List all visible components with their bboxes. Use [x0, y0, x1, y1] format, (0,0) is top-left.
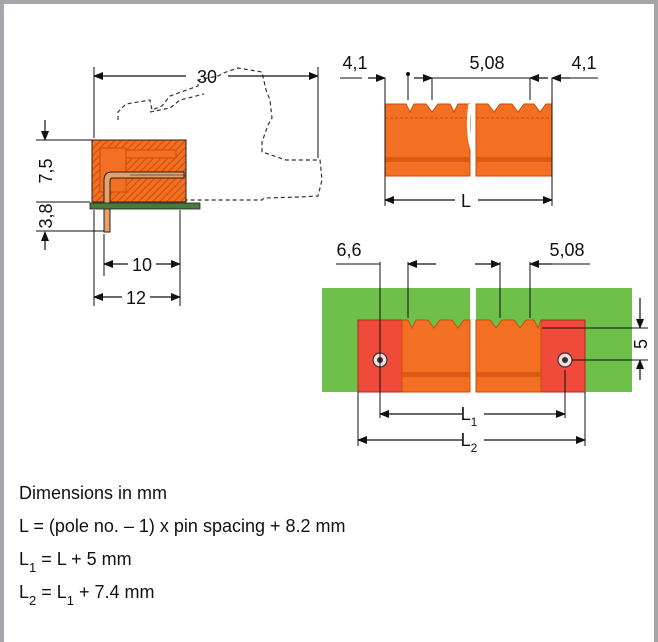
- front-block-left: [384, 103, 471, 177]
- plug-outline-dashed: [117, 67, 323, 201]
- dim-5-label: 5: [631, 339, 651, 349]
- dim-L2-label: L2: [461, 430, 478, 455]
- pcb: [89, 202, 201, 210]
- dimension-notes: Dimensions in mm L = (pole no. – 1) x pi…: [19, 482, 639, 614]
- dim-7-5-label: 7,5: [36, 158, 56, 183]
- dim-5-08-panel-label: 5,08: [549, 240, 584, 260]
- note-formula-L2: L2 = L1 + 7.4 mm: [19, 582, 155, 608]
- dim-3-8-label: 3,8: [36, 203, 56, 228]
- dim-6-6-label: 6,6: [336, 240, 361, 260]
- note-formula-L: L = (pole no. – 1) x pin spacing + 8.2 m…: [19, 516, 346, 536]
- note-formula-L1: L1 = L + 5 mm: [19, 549, 132, 575]
- dim-L1-label: L1: [461, 404, 478, 429]
- screw-right: [557, 352, 573, 368]
- panel-block-left: [401, 319, 471, 393]
- front-block-right: [475, 103, 553, 177]
- panel-view: 6,6 5,08 5 L1 L2: [322, 240, 651, 455]
- pin: [103, 171, 185, 233]
- front-view: 4,1 5,08 4,1 L: [340, 53, 598, 211]
- dim-5-08-label: 5,08: [469, 53, 504, 73]
- dimension-drawing: 30 7,5 3,8 10 12: [36, 53, 651, 455]
- dim-10-label: 10: [132, 255, 152, 275]
- side-view: 30 7,5 3,8 10 12: [36, 67, 323, 308]
- dim-4-1-right-label: 4,1: [571, 53, 596, 73]
- note-units: Dimensions in mm: [19, 483, 168, 503]
- dim-4-1-left-label: 4,1: [342, 53, 367, 73]
- panel-block-right: [475, 319, 542, 393]
- dim-L-label: L: [461, 191, 471, 211]
- dim-30-label: 30: [197, 67, 217, 87]
- dim-12-label: 12: [126, 288, 146, 308]
